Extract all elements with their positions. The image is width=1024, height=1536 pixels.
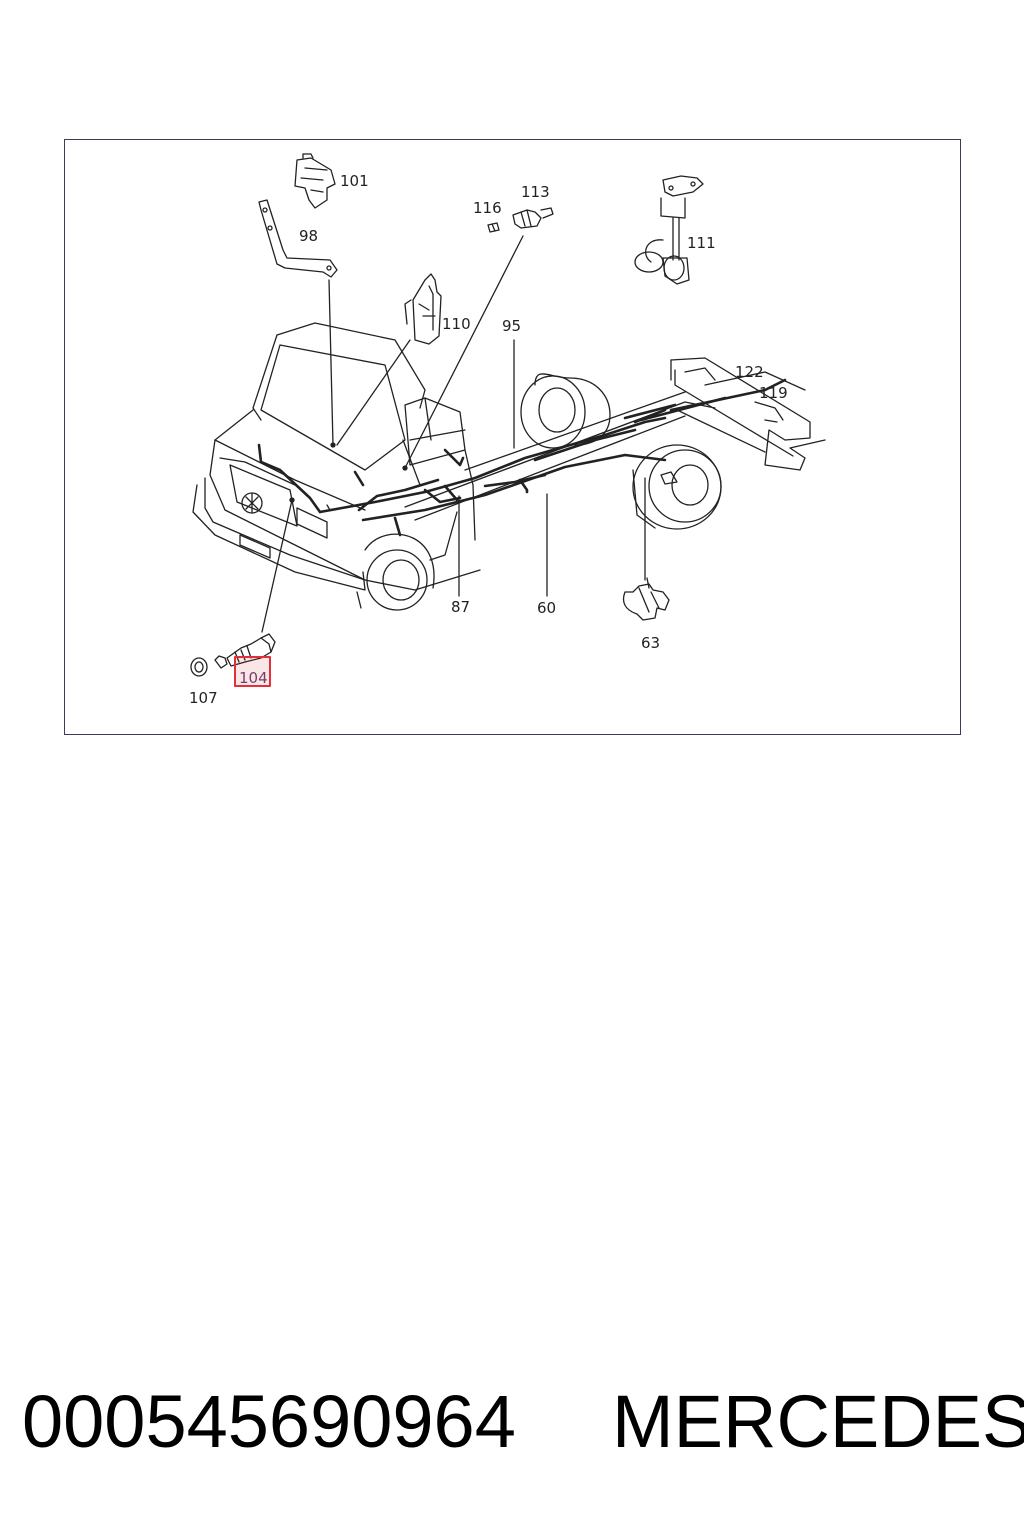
- component-122-119: [684, 367, 784, 423]
- callout-98: 98: [299, 227, 318, 245]
- chassis-frame: [404, 357, 826, 521]
- cab-body: [192, 322, 481, 611]
- rear-wheel-lower: [632, 444, 722, 530]
- callout-95: 95: [502, 317, 521, 335]
- component-101: [294, 153, 336, 209]
- component-110: [404, 273, 442, 345]
- truck-wiring-illustration: 101 98 116 113 111 110 95 122 119 87 60 …: [189, 153, 826, 707]
- connector-63: [660, 471, 678, 485]
- callout-107: 107: [189, 689, 218, 707]
- callout-63: 63: [641, 634, 660, 652]
- callout-116: 116: [473, 199, 502, 217]
- callout-111: 111: [687, 234, 716, 252]
- component-113: [512, 207, 554, 229]
- wiring-harness: [257, 378, 787, 537]
- callout-122: 122: [735, 363, 764, 381]
- footer-caption: 000545690964 MERCEDES: [18, 1372, 1024, 1472]
- component-104: [214, 633, 276, 669]
- callout-87: 87: [451, 598, 470, 616]
- callout-101: 101: [340, 172, 369, 190]
- component-111: [634, 175, 704, 285]
- parts-diagram: 101 98 116 113 111 110 95 122 119 87 60 …: [64, 139, 961, 735]
- callout-60: 60: [537, 599, 556, 617]
- component-116: [487, 222, 500, 233]
- part-number: 000545690964: [22, 1380, 516, 1463]
- callout-104: 104: [239, 669, 268, 687]
- component-63: [622, 577, 670, 621]
- component-98: [258, 199, 338, 278]
- leader-lines: [261, 235, 646, 633]
- highlight-box-104: [234, 656, 271, 687]
- callout-110: 110: [442, 315, 471, 333]
- callout-119: 119: [759, 384, 788, 402]
- callout-labels: 101 98 116 113 111 110 95 122 119 87 60 …: [189, 172, 788, 707]
- callout-113: 113: [521, 183, 550, 201]
- component-107: [190, 657, 208, 677]
- brand-name: MERCEDES: [612, 1380, 1024, 1463]
